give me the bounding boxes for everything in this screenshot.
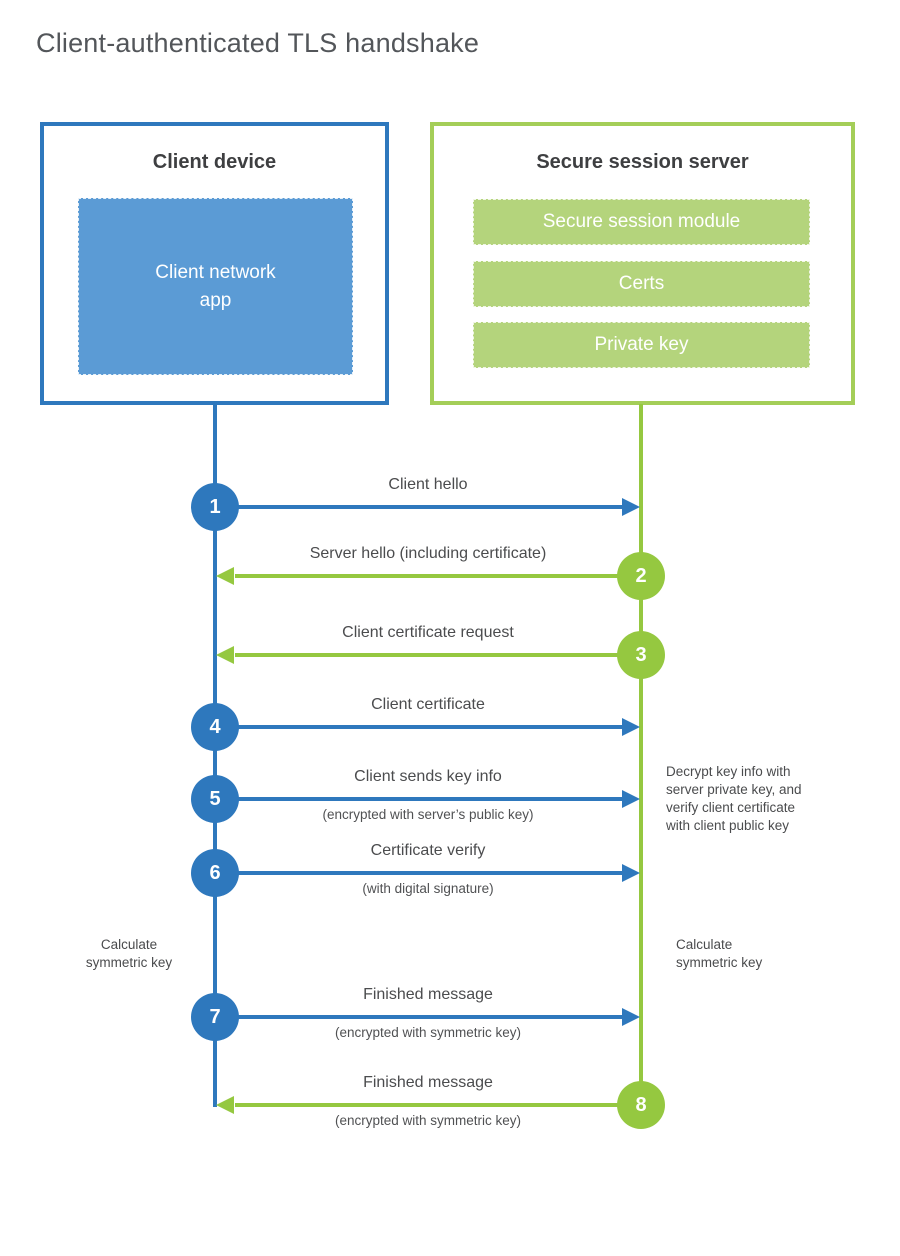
arrow-line-step-3 <box>235 653 641 657</box>
step-1-label: Client hello <box>388 476 468 493</box>
client-network-app-box: Client network app <box>78 198 353 375</box>
client-calculate-key-note: Calculate symmetric key <box>85 937 173 970</box>
step-8-sublabel: (encrypted with symmetric key) <box>334 1113 522 1128</box>
arrow-line-step-2 <box>235 574 641 578</box>
step-circle-3: 3 <box>617 631 665 679</box>
client-lifeline <box>213 404 217 1107</box>
step-7-sublabel: (encrypted with symmetric key) <box>334 1025 522 1040</box>
step-circle-6: 6 <box>191 849 239 897</box>
step-circle-8: 8 <box>617 1081 665 1129</box>
step-5-label: Client sends key info <box>354 768 502 785</box>
step-8-label: Finished message <box>363 1074 493 1091</box>
arrow-line-step-7 <box>217 1015 622 1019</box>
secure-session-server-title: Secure session server <box>536 151 749 173</box>
server-lifeline <box>639 404 643 1105</box>
step-2-label: Server hello (including certificate) <box>309 545 547 562</box>
step-3-label: Client certificate request <box>342 624 514 641</box>
arrow-right-icon <box>622 1008 640 1026</box>
arrow-line-step-6 <box>217 871 622 875</box>
client-device-box: Client device Client network app <box>40 122 389 405</box>
server-certs-bar: Certs <box>473 261 810 307</box>
page-title: Client-authenticated TLS handshake <box>36 28 480 58</box>
step-7-label: Finished message <box>363 986 493 1003</box>
client-network-app-label: Client network app <box>155 261 276 311</box>
step-circle-1: 1 <box>191 483 239 531</box>
arrow-right-icon <box>622 718 640 736</box>
step-6-sublabel: (with digital signature) <box>362 881 494 896</box>
arrow-right-icon <box>622 498 640 516</box>
step-circle-7: 7 <box>191 993 239 1041</box>
arrow-right-icon <box>622 864 640 882</box>
server-module-label: Secure session module <box>542 211 741 232</box>
server-private-key-label: Private key <box>594 334 689 355</box>
step-5-sublabel: (encrypted with server’s public key) <box>322 807 534 822</box>
arrow-left-icon <box>216 646 234 664</box>
arrow-line-step-8 <box>235 1103 641 1107</box>
secure-session-server-box: Secure session server Secure session mod… <box>430 122 855 405</box>
arrow-line-step-5 <box>217 797 622 801</box>
arrow-left-icon <box>216 1096 234 1114</box>
server-calculate-key-note: Calculate symmetric key <box>676 937 763 970</box>
arrow-right-icon <box>622 790 640 808</box>
step-4-label: Client certificate <box>371 696 485 713</box>
server-private-key-bar: Private key <box>473 322 810 368</box>
step-circle-5: 5 <box>191 775 239 823</box>
server-module-bar: Secure session module <box>473 199 810 245</box>
client-device-title: Client device <box>152 151 277 173</box>
arrow-line-step-1 <box>217 505 622 509</box>
server-decrypt-note: Decrypt key info with server private key… <box>666 764 802 833</box>
step-circle-4: 4 <box>191 703 239 751</box>
server-certs-label: Certs <box>618 273 665 294</box>
step-6-label: Certificate verify <box>370 842 486 859</box>
arrow-line-step-4 <box>217 725 622 729</box>
step-circle-2: 2 <box>617 552 665 600</box>
arrow-left-icon <box>216 567 234 585</box>
